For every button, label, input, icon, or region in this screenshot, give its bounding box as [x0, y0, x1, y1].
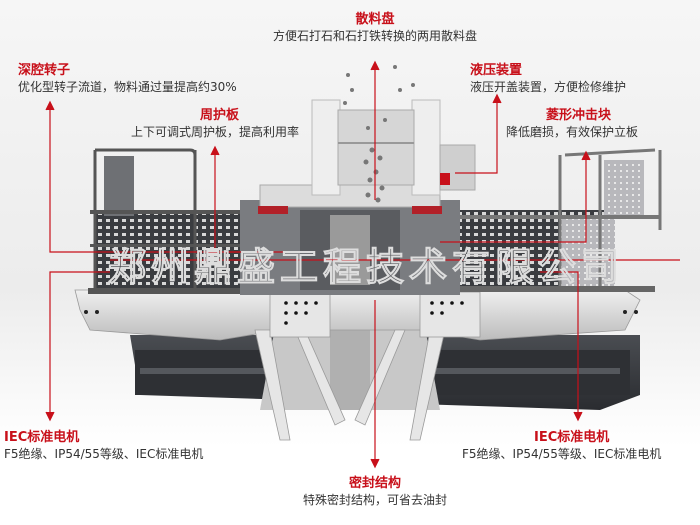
callout-title: IEC标准电机 — [4, 430, 80, 445]
watermark: 郑州鼎盛工程技术有限公司 — [108, 244, 625, 290]
callout-iec-motor-right: IEC标准电机 F5绝缘、IP54/55等级、IEC标准电机 — [462, 430, 661, 462]
callout-desc: F5绝缘、IP54/55等级、IEC标准电机 — [462, 447, 662, 461]
callout-deep-rotor: 深腔转子 优化型转子流道，物料通过量提高约30% — [18, 63, 237, 95]
callout-seal-structure: 密封结构 特殊密封结构，可省去油封 — [275, 476, 475, 508]
callout-diamond-impact-block: 菱形冲击块 降低磨损，有效保护立板 — [506, 108, 638, 140]
callout-feed-tray: 散料盘 方便石打石和石打铁转换的两用散料盘 — [250, 12, 500, 44]
callout-title: 周护板 — [200, 108, 240, 123]
callout-leaders — [45, 60, 680, 469]
callout-title: IEC标准电机 — [534, 430, 610, 445]
callout-peripheral-plate: 周护板 上下可调式周护板，提高利用率 — [110, 108, 320, 140]
callout-desc: 特殊密封结构，可省去油封 — [302, 493, 447, 507]
callout-desc: F5绝缘、IP54/55等级、IEC标准电机 — [4, 447, 204, 461]
callout-title: 散料盘 — [355, 12, 395, 27]
callout-title: 深腔转子 — [18, 63, 71, 78]
callout-title: 菱形冲击块 — [546, 108, 612, 123]
callout-iec-motor-left: IEC标准电机 F5绝缘、IP54/55等级、IEC标准电机 — [4, 430, 203, 462]
callout-title: 液压装置 — [470, 63, 523, 78]
right-platform — [420, 148, 662, 292]
callout-desc: 方便石打石和石打铁转换的两用散料盘 — [272, 29, 477, 43]
material-particles — [343, 65, 415, 203]
callout-desc: 降低磨损，有效保护立板 — [506, 125, 639, 139]
callout-title: 密封结构 — [348, 476, 401, 491]
callout-desc: 上下可调式周护板，提高利用率 — [130, 125, 299, 139]
callout-desc: 优化型转子流道，物料通过量提高约30% — [18, 80, 237, 94]
callout-hydraulic-device: 液压装置 液压开盖装置，方便检修维护 — [470, 63, 626, 95]
callout-desc: 液压开盖装置，方便检修维护 — [470, 80, 627, 94]
